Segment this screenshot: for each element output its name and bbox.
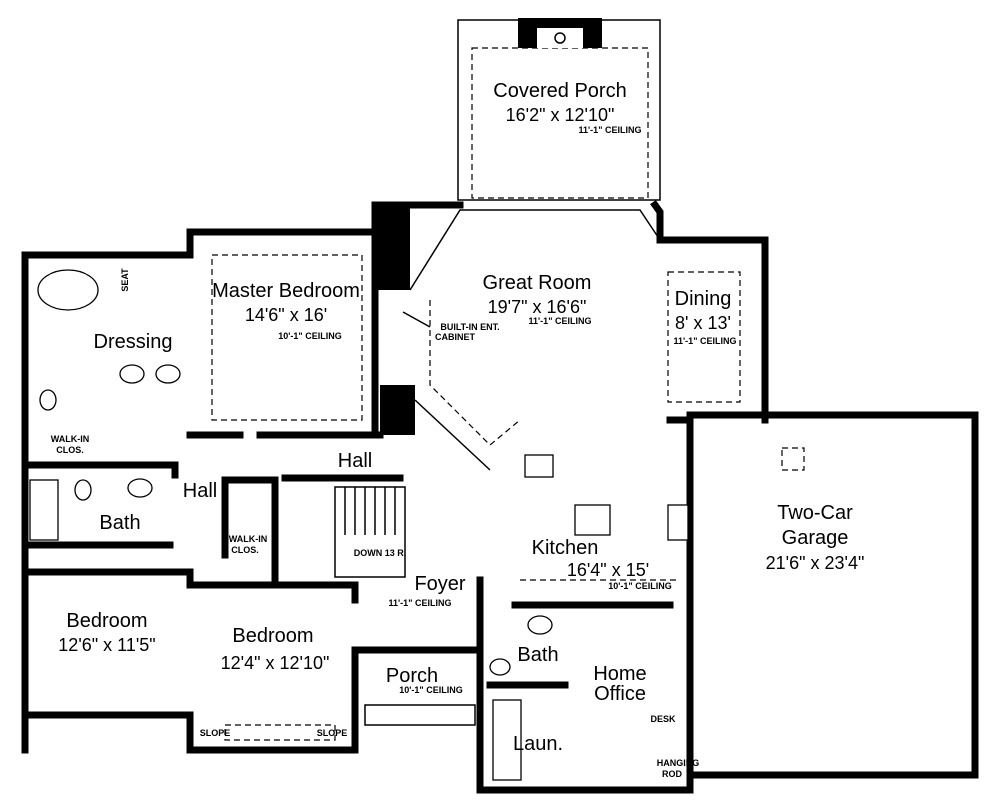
walk-in-closet-label-2: CLOS. bbox=[231, 545, 259, 555]
hanging-rod-label: HANGING bbox=[657, 758, 700, 768]
fixtures bbox=[29, 269, 805, 781]
hall-label: Hall bbox=[338, 450, 372, 472]
room-labels: Covered Porch 16'2" x 12'10" 11'-1" CEIL… bbox=[51, 80, 865, 779]
foyer-ceiling: 11'-1" CEILING bbox=[389, 598, 452, 608]
garage-label: Two-Car bbox=[777, 502, 853, 524]
dressing-label: Dressing bbox=[94, 331, 173, 353]
kitchen-sink-icon bbox=[524, 454, 554, 478]
covered-porch-size: 16'2" x 12'10" bbox=[506, 105, 615, 125]
cooktop-icon bbox=[667, 504, 689, 541]
dining-size: 8' x 13' bbox=[675, 313, 731, 333]
stairs bbox=[334, 486, 406, 578]
slope-left-label: SLOPE bbox=[200, 728, 231, 738]
cabinet-note-2: CABINET bbox=[435, 332, 476, 342]
toilet-icon bbox=[489, 658, 511, 676]
great-room-size: 19'7" x 16'6" bbox=[488, 297, 587, 317]
master-walk-in-label-2: CLOS. bbox=[56, 445, 84, 455]
toilet-icon bbox=[74, 479, 92, 501]
covered-porch-area bbox=[457, 18, 661, 201]
garage-size: 21'6" x 23'4" bbox=[766, 553, 865, 573]
bedroom-left-size: 12'6" x 11'5" bbox=[58, 635, 155, 655]
porch-ceiling: 10'-1" CEILING bbox=[399, 685, 462, 695]
kitchen-ceiling: 10'-1" CEILING bbox=[608, 581, 671, 591]
kitchen-island bbox=[574, 504, 611, 536]
hall-side-label: Hall bbox=[183, 480, 217, 502]
desk-label: DESK bbox=[650, 714, 676, 724]
home-office-label-2: Office bbox=[594, 683, 646, 705]
washer-dryer-icon bbox=[492, 699, 522, 781]
master-bedroom-size: 14'6" x 16' bbox=[245, 305, 327, 325]
walk-in-closet-label: WALK-IN bbox=[229, 534, 268, 544]
walls bbox=[21, 200, 979, 794]
porch-label: Porch bbox=[386, 665, 438, 687]
great-room-ceiling: 11'-1" CEILING bbox=[529, 316, 592, 326]
kitchen-size: 16'4" x 15' bbox=[567, 560, 649, 580]
master-bedroom-label: Master Bedroom bbox=[212, 280, 360, 302]
garage-label-2: Garage bbox=[782, 527, 849, 549]
sink-icon bbox=[527, 615, 553, 635]
laundry-label: Laun. bbox=[513, 733, 563, 755]
sink-icon bbox=[119, 364, 145, 384]
hanging-rod-label-2: ROD bbox=[662, 769, 683, 779]
covered-porch-ceiling: 11'-1" CEILING bbox=[579, 125, 642, 135]
master-bedroom-ceiling: 10'-1" CEILING bbox=[278, 331, 341, 341]
foyer-label: Foyer bbox=[414, 573, 465, 595]
bedroom-left-label: Bedroom bbox=[66, 610, 147, 632]
kitchen-label: Kitchen bbox=[532, 537, 599, 559]
tub-icon bbox=[29, 479, 59, 541]
bathtub-icon bbox=[37, 269, 99, 311]
dining-label: Dining bbox=[675, 288, 732, 310]
bedroom-front-label: Bedroom bbox=[232, 625, 313, 647]
stairs-label: DOWN 13 R. bbox=[354, 548, 407, 558]
toilet-icon bbox=[39, 389, 57, 411]
bath-label: Bath bbox=[99, 512, 140, 534]
great-room-label: Great Room bbox=[483, 272, 592, 294]
master-walk-in-label: WALK-IN bbox=[51, 434, 90, 444]
sink-icon bbox=[127, 478, 153, 498]
home-office-label: Home bbox=[593, 663, 646, 685]
arrow-icon bbox=[402, 311, 431, 328]
covered-porch-label: Covered Porch bbox=[493, 80, 626, 102]
dining-ceiling: 11'-1" CEILING bbox=[674, 336, 737, 346]
sink-icon bbox=[155, 364, 181, 384]
seat-label: SEAT bbox=[120, 268, 130, 292]
cabinet-note: BUILT-IN ENT. bbox=[440, 322, 499, 332]
slope-right-label: SLOPE bbox=[317, 728, 348, 738]
bedroom-front-size: 12'4" x 12'10" bbox=[221, 653, 330, 673]
half-bath-label: Bath bbox=[517, 644, 558, 666]
